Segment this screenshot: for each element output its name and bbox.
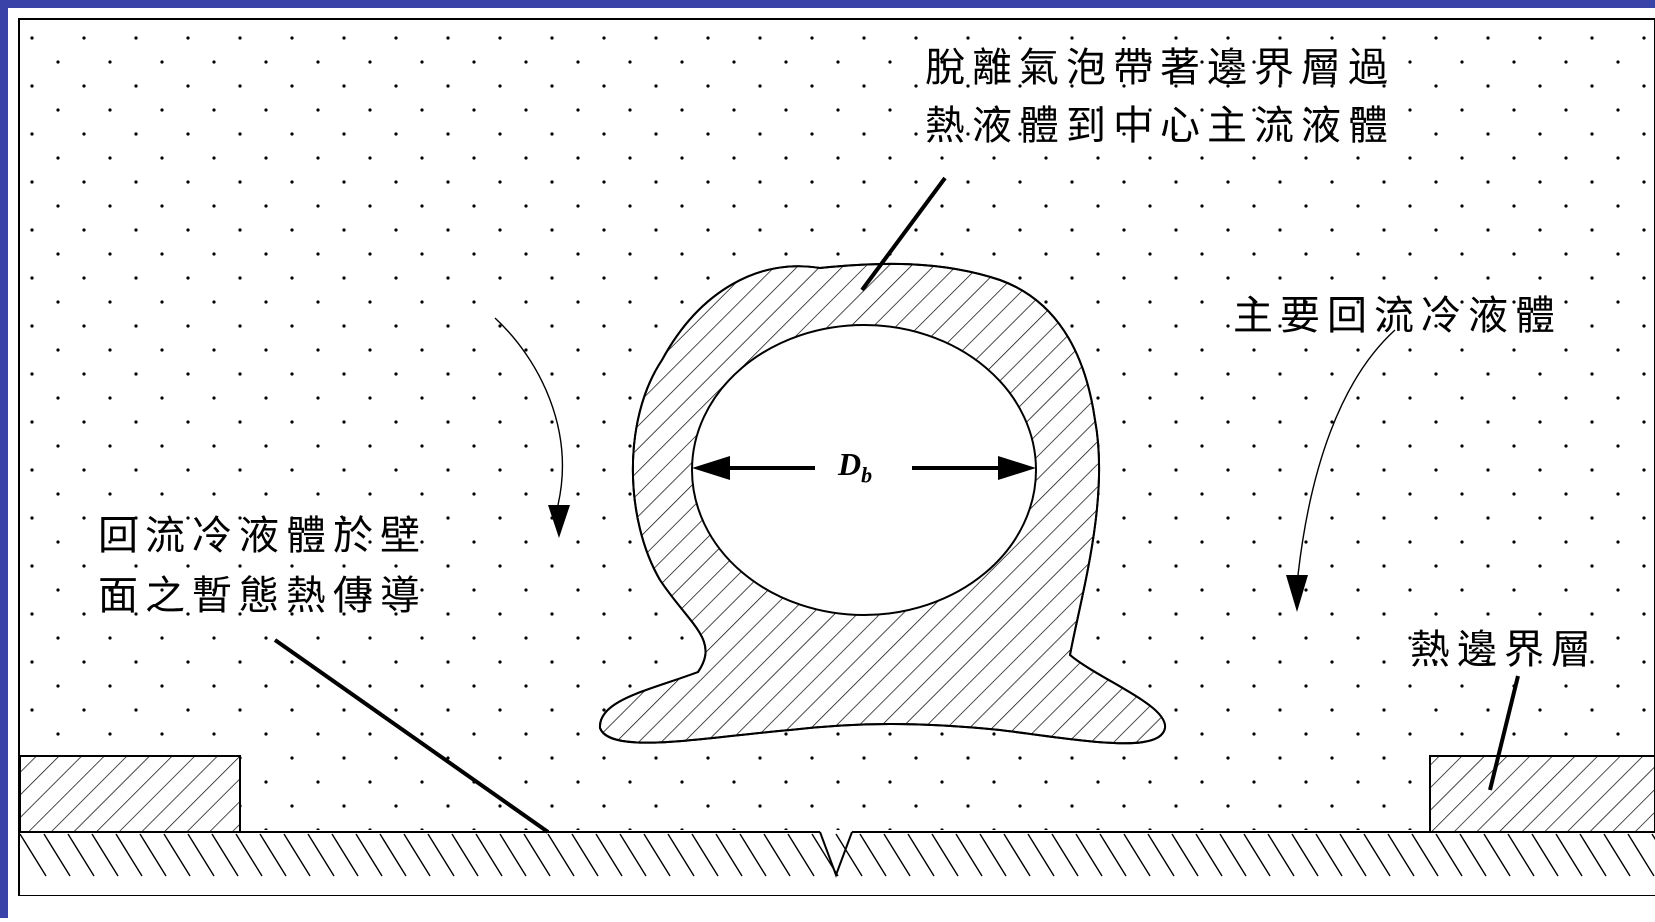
wall-hatch-line bbox=[1555, 833, 1583, 877]
wall-hatch-line bbox=[715, 833, 743, 877]
vapor-bubble-core bbox=[691, 324, 1037, 616]
wall-hatch-line bbox=[547, 833, 575, 877]
wall-hatch-line bbox=[1147, 833, 1175, 877]
wall-hatch-line bbox=[787, 833, 815, 877]
wall-hatch-line bbox=[403, 833, 431, 877]
wall-hatch-line bbox=[259, 833, 287, 877]
wall-hatch-line bbox=[1291, 833, 1319, 877]
wall-hatch-line bbox=[115, 833, 143, 877]
wall-hatch-line bbox=[691, 833, 719, 877]
wall-hatch-line bbox=[1075, 833, 1103, 877]
wall-hatch-line bbox=[211, 833, 239, 877]
wall-hatch-line bbox=[1243, 833, 1271, 877]
wall-hatch-line bbox=[1435, 833, 1463, 877]
wall-hatch-line bbox=[1195, 833, 1223, 877]
bubble-leader-line bbox=[860, 176, 947, 292]
wall-hatch-line bbox=[235, 833, 263, 877]
wall-hatch-line bbox=[139, 833, 167, 877]
wall-hatch-line bbox=[523, 833, 551, 877]
return-flow-arrow-left bbox=[494, 317, 570, 538]
wall-hatch-line bbox=[1603, 833, 1631, 877]
wall-hatch-line bbox=[835, 833, 863, 877]
wall-hatch-line bbox=[19, 833, 47, 877]
wall-hatch-line bbox=[1099, 833, 1127, 877]
wall-hatch-line bbox=[1051, 833, 1079, 877]
wall-hatch-line bbox=[1507, 833, 1535, 877]
wall-transient-leader-line bbox=[273, 638, 550, 834]
wall-hatch-line bbox=[931, 833, 959, 877]
wall-hatch-line bbox=[1339, 833, 1367, 877]
wall-hatch-line bbox=[1363, 833, 1391, 877]
wall-hatch-line bbox=[499, 833, 527, 877]
wall-hatch-line bbox=[355, 833, 383, 877]
wall-hatch-line bbox=[979, 833, 1007, 877]
wall-hatch-line bbox=[1315, 833, 1343, 877]
wall-hatch-line bbox=[1027, 833, 1055, 877]
label-wall-transient-line2: 面之暫態熱傳導 bbox=[98, 573, 427, 619]
wall-hatch-line bbox=[907, 833, 935, 877]
wall-hatch-line bbox=[1003, 833, 1031, 877]
wall-hatch-line bbox=[67, 833, 95, 877]
label-main-return-cold-liquid: 主要回流冷液體 bbox=[1233, 293, 1562, 339]
wall-hatch-line bbox=[883, 833, 911, 877]
bubble-diameter-sub: b bbox=[861, 462, 873, 488]
wall-hatch-line bbox=[859, 833, 887, 877]
heated-wall bbox=[19, 831, 1655, 895]
diameter-arrow bbox=[692, 456, 1036, 480]
wall-hatch-line bbox=[451, 833, 479, 877]
wall-hatch-line bbox=[475, 833, 503, 877]
slide-frame-top bbox=[0, 0, 1655, 8]
wall-hatch-line bbox=[379, 833, 407, 877]
wall-hatch-line bbox=[1219, 833, 1247, 877]
wall-hatch-line bbox=[1411, 833, 1439, 877]
boundary-layer-leader-line bbox=[1488, 675, 1520, 791]
wall-hatch-line bbox=[283, 833, 311, 877]
slide-frame-left bbox=[0, 0, 8, 918]
wall-hatch-line bbox=[331, 833, 359, 877]
wall-hatch-line bbox=[1171, 833, 1199, 877]
wall-hatch-line bbox=[619, 833, 647, 877]
wall-hatch-line bbox=[91, 833, 119, 877]
wall-hatch-line bbox=[1483, 833, 1511, 877]
wall-hatch-line bbox=[427, 833, 455, 877]
bubble-diameter-main: D bbox=[838, 446, 862, 482]
thermal-boundary-layer-left bbox=[19, 755, 241, 833]
wall-hatch-line bbox=[43, 833, 71, 877]
label-thermal-boundary-layer: 熱邊界層 bbox=[1410, 627, 1598, 673]
wall-hatch-line bbox=[763, 833, 791, 877]
wall-hatch-line bbox=[643, 833, 671, 877]
label-detached-bubble-line2: 熱液體到中心主流液體 bbox=[925, 103, 1395, 149]
thermal-boundary-layer-right bbox=[1429, 755, 1655, 833]
wall-hatch-line bbox=[667, 833, 695, 877]
wall-hatch-line bbox=[1387, 833, 1415, 877]
wall-hatch-line bbox=[1579, 833, 1607, 877]
wall-hatch-line bbox=[187, 833, 215, 877]
bubble-diameter-symbol: Db bbox=[838, 446, 872, 488]
wall-hatch-line bbox=[307, 833, 335, 877]
wall-hatch-line bbox=[955, 833, 983, 877]
label-detached-bubble-line1: 脫離氣泡帶著邊界層過 bbox=[925, 45, 1395, 91]
wall-hatch-line bbox=[1531, 833, 1559, 877]
wall-hatch-line bbox=[1459, 833, 1487, 877]
wall-hatch-line bbox=[1123, 833, 1151, 877]
wall-hatch-line bbox=[571, 833, 599, 877]
return-flow-arrow-right bbox=[1286, 329, 1396, 612]
wall-hatch-line bbox=[595, 833, 623, 877]
wall-hatch-line bbox=[739, 833, 767, 877]
wall-hatch-line bbox=[163, 833, 191, 877]
label-wall-transient-line1: 回流冷液體於壁 bbox=[98, 513, 427, 559]
wall-hatch-line bbox=[1627, 833, 1655, 877]
wall-hatch-line bbox=[1267, 833, 1295, 877]
detached-bubble bbox=[598, 262, 1167, 745]
